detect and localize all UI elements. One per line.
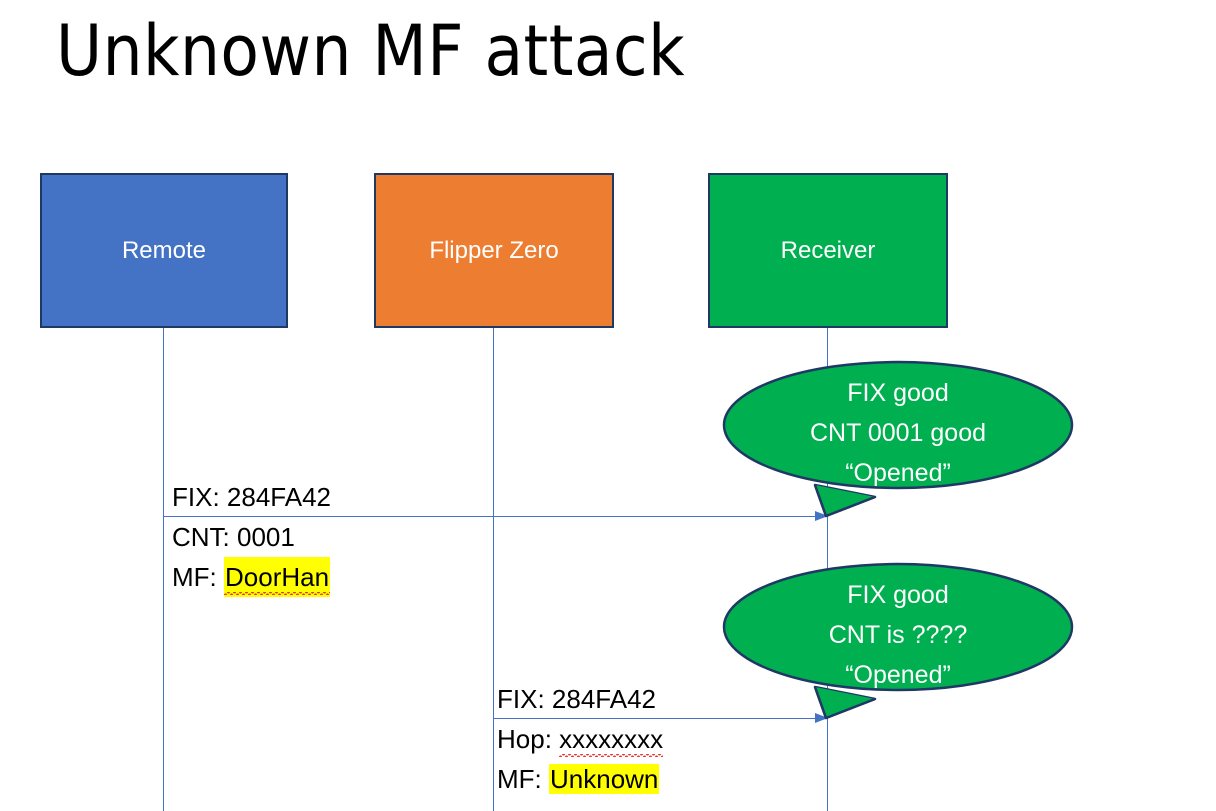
message-line: MF: DoorHan [172,557,331,597]
speech-bubble-line: CNT 0001 good [809,419,987,447]
message-line: MF: Unknown [497,759,663,799]
message-label-flipper-to-receiver: FIX: 284FA42 Hop: xxxxxxxx MF: Unknown [497,679,664,799]
arrowhead-icon [815,511,828,521]
message-line: FIX: 284FA42 [172,477,331,517]
message-label-remote-to-receiver: FIX: 284FA42 CNT: 0001 MF: DoorHan [172,477,331,597]
message-line: FIX: 284FA42 [497,679,663,719]
actor-box-flipper-zero[interactable]: Flipper Zero [374,173,614,328]
message-arrow-remote-to-receiver [163,511,828,521]
message-line-value: 0001 [237,522,295,552]
message-line-label: CNT: [172,522,230,552]
message-line-value: 284FA42 [551,684,656,714]
message-line-value-highlighted: Unknown [549,764,660,794]
speech-bubble-receiver-first: FIX good CNT 0001 good “Opened” [722,360,1074,521]
message-arrow-flipper-to-receiver [493,713,828,723]
actor-box-remote[interactable]: Remote [40,173,288,328]
speech-bubble-line: FIX good [847,581,949,609]
message-line-label: FIX: [172,482,220,512]
page-title: Unknown MF attack [56,10,686,92]
message-line-label: FIX: [497,684,545,714]
message-line-value: 284FA42 [226,482,331,512]
message-line-label: Hop: [497,724,552,754]
actor-label-receiver: Receiver [780,236,876,264]
lifeline-remote [163,328,164,811]
actor-label-remote: Remote [121,236,207,264]
message-line-label: MF: [497,764,542,794]
speech-bubble-line: “Opened” [845,459,951,487]
message-line-label: MF: [172,562,217,592]
message-line: Hop: xxxxxxxx [497,719,664,759]
lifeline-flipper-zero [493,328,494,811]
speech-bubble-text: FIX good CNT 0001 good “Opened” [723,373,1073,493]
speech-bubble-receiver-second: FIX good CNT is ???? “Opened” [722,562,1074,723]
speech-bubble-line: FIX good [847,379,949,407]
message-line-value-highlighted: DoorHan [224,557,331,597]
actor-label-flipper-zero: Flipper Zero [429,236,559,264]
arrowhead-icon [815,713,828,723]
speech-bubble-text: FIX good CNT is ???? “Opened” [723,575,1073,695]
speech-bubble-line: “Opened” [845,661,951,689]
message-line-value-misspelled: xxxxxxxx [559,719,664,759]
message-line: CNT: 0001 [172,517,331,557]
speech-bubble-line: CNT is ???? [828,621,968,649]
actor-box-receiver[interactable]: Receiver [708,173,948,328]
